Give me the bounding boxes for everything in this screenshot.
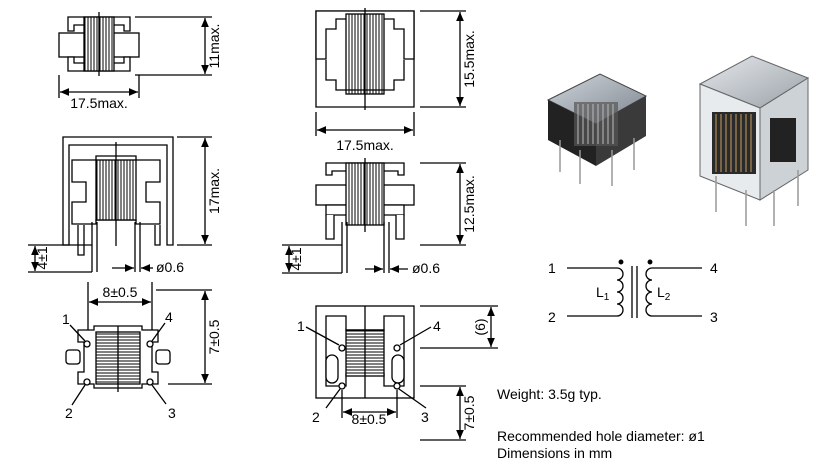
- coil-right-sub: 2: [665, 292, 671, 303]
- bottom-b-extra-label: (6): [472, 318, 488, 335]
- view-bottom-a: [65, 282, 212, 406]
- view-side-a: [28, 136, 212, 273]
- bottom-b-depth-label: 7±0.5: [461, 395, 477, 430]
- top-a-width-label: 17.5max.: [70, 95, 128, 111]
- view-side-b: [282, 158, 466, 274]
- product-photo-2: [698, 55, 810, 226]
- bottom-a-depth-label: 7±0.5: [206, 319, 222, 354]
- bottom-a-pin-1: 1: [62, 311, 70, 327]
- top-b-width-label: 17.5max.: [336, 137, 394, 153]
- bottom-a-pitch-label: 8±0.5: [103, 284, 138, 300]
- hole-note: Recommended hole diameter: ø1: [497, 428, 705, 444]
- coil-right-letter: L: [657, 284, 665, 300]
- units-note: Dimensions in mm: [497, 445, 613, 461]
- schematic-pin-3: 3: [710, 309, 718, 325]
- side-b-standoff-label: 4±1: [288, 247, 304, 270]
- view-bottom-b: [305, 305, 498, 441]
- top-a-height-label: 11max.: [206, 24, 222, 69]
- schematic-pin-1: 1: [548, 260, 556, 276]
- weight-note: Weight: 3.5g typ.: [497, 386, 602, 402]
- view-top-b: [315, 8, 466, 136]
- side-a-pin-label: ø0.6: [156, 259, 184, 275]
- bottom-b-pitch-label: 8±0.5: [352, 411, 387, 427]
- bottom-a-pin-3: 3: [168, 405, 176, 421]
- product-photo-1: [546, 73, 648, 186]
- top-b-height-label: 15.5max.: [461, 30, 477, 88]
- bottom-a-pin-2: 2: [65, 405, 73, 421]
- side-a-standoff-label: 4±1: [34, 246, 50, 269]
- side-b-height-label: 12.5max.: [461, 175, 477, 233]
- view-top-a: [58, 12, 212, 98]
- coil-left-letter: L: [596, 284, 604, 300]
- schematic-coil-left: L1: [596, 284, 610, 303]
- coil-left-sub: 1: [604, 292, 610, 303]
- bottom-a-pin-4: 4: [165, 309, 173, 325]
- schematic-coil-right: L2: [657, 284, 671, 303]
- side-a-height-label: 17max.: [206, 168, 222, 214]
- side-b-pin-label: ø0.6: [412, 260, 440, 276]
- schematic: [567, 259, 702, 318]
- bottom-b-pin-4: 4: [433, 318, 441, 334]
- bottom-b-pin-1: 1: [297, 318, 305, 334]
- bottom-b-pin-2: 2: [312, 409, 320, 425]
- bottom-b-pin-3: 3: [421, 409, 429, 425]
- schematic-pin-4: 4: [710, 260, 718, 276]
- schematic-pin-2: 2: [548, 309, 556, 325]
